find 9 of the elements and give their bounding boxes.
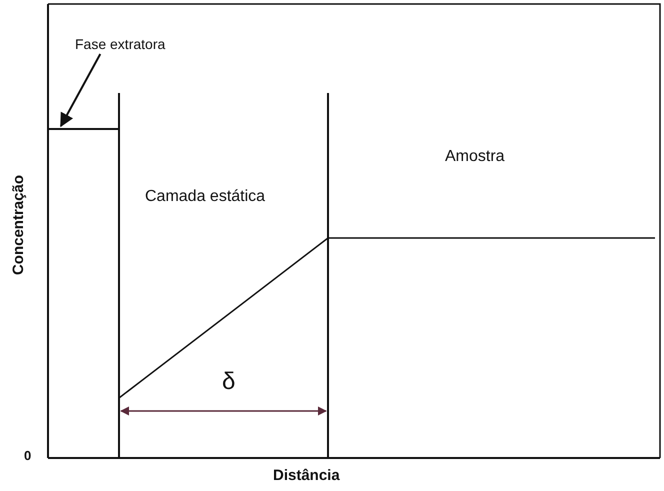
- axis-tick-label: 0: [24, 448, 32, 463]
- region-label: Amostra: [445, 148, 505, 166]
- axis-title: Concentração: [10, 175, 26, 276]
- leader-line: [60, 54, 102, 128]
- phase-label: Fase extratora: [75, 36, 166, 52]
- thickness-symbol: δ: [222, 368, 236, 396]
- extraction-phase-level-line: [49, 128, 119, 130]
- region-label: Camada estática: [145, 188, 266, 206]
- axis-title: Distância: [273, 467, 340, 484]
